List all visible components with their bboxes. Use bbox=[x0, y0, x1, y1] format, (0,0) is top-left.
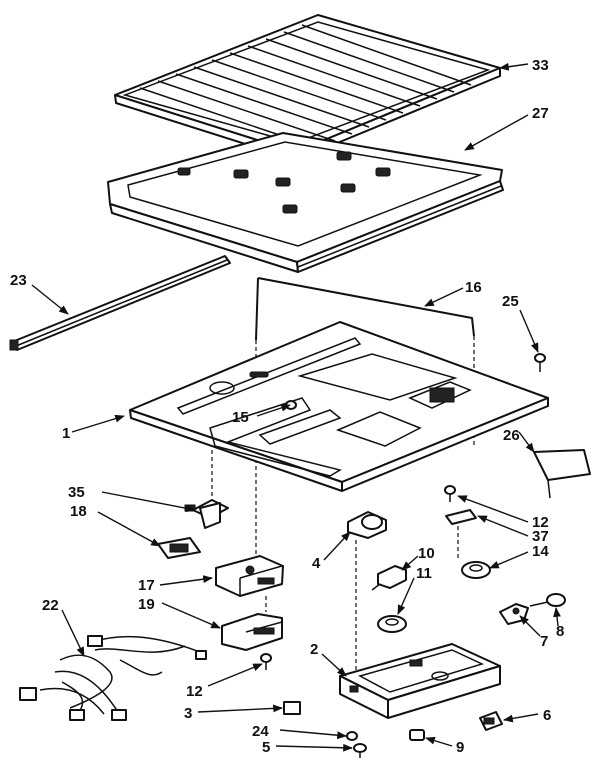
part-27-tray bbox=[107, 132, 504, 273]
callout-25: 25 bbox=[502, 293, 519, 310]
callout-5: 5 bbox=[262, 739, 270, 756]
part-7-bracket bbox=[499, 603, 529, 625]
callout-4: 4 bbox=[312, 555, 321, 572]
callout-labels: 33 27 23 16 25 1 15 26 35 18 12 37 14 4 … bbox=[10, 57, 564, 756]
part-1-panel bbox=[129, 321, 549, 492]
callout-23: 23 bbox=[10, 272, 27, 289]
part-14-disk bbox=[461, 561, 491, 579]
callout-1: 1 bbox=[62, 425, 70, 442]
part-3-clip bbox=[283, 701, 301, 715]
part-18-bezel bbox=[157, 537, 201, 559]
part-33-grille bbox=[114, 14, 501, 161]
callout-19: 19 bbox=[138, 596, 155, 613]
part-16-heater-wire bbox=[255, 277, 475, 341]
part-9-grommet bbox=[409, 729, 425, 741]
callout-16: 16 bbox=[465, 279, 482, 296]
part-17-housing bbox=[215, 555, 284, 597]
part-12-screw-upper bbox=[444, 485, 456, 502]
part-23-trim-strip bbox=[9, 255, 231, 351]
part-11-plug bbox=[377, 615, 407, 633]
callout-35: 35 bbox=[68, 484, 85, 501]
part-26-label bbox=[533, 449, 591, 499]
leader-lines bbox=[31, 62, 561, 752]
callout-2: 2 bbox=[310, 641, 318, 658]
part-5-screw bbox=[353, 743, 367, 758]
callout-10: 10 bbox=[418, 545, 435, 562]
part-15-screw bbox=[285, 400, 297, 410]
part-35-clip bbox=[184, 499, 229, 529]
part-24-screw bbox=[346, 731, 358, 741]
callout-26: 26 bbox=[503, 427, 520, 444]
part-37-clip bbox=[445, 509, 477, 525]
callout-9: 9 bbox=[456, 739, 464, 756]
callout-17: 17 bbox=[138, 577, 155, 594]
callout-11: 11 bbox=[416, 565, 432, 582]
callout-3: 3 bbox=[184, 705, 192, 722]
part-2-base bbox=[339, 643, 501, 719]
callout-33: 33 bbox=[532, 57, 549, 74]
callout-14: 14 bbox=[532, 543, 549, 560]
callout-6: 6 bbox=[543, 707, 551, 724]
part-10-relay bbox=[371, 565, 407, 591]
callout-18: 18 bbox=[70, 503, 87, 520]
callout-22: 22 bbox=[42, 597, 59, 614]
callout-12-upper: 12 bbox=[532, 514, 549, 531]
callout-8: 8 bbox=[556, 623, 564, 640]
callout-24: 24 bbox=[252, 723, 269, 740]
part-6-connector bbox=[479, 711, 503, 731]
callout-7: 7 bbox=[540, 633, 548, 650]
callout-15: 15 bbox=[232, 409, 249, 426]
callout-37: 37 bbox=[532, 528, 549, 545]
part-25-screw bbox=[534, 353, 546, 372]
callout-12-lower: 12 bbox=[186, 683, 203, 700]
part-22-wire-harness bbox=[19, 635, 207, 721]
part-19-thermostat bbox=[221, 596, 283, 651]
part-8-bulb bbox=[529, 593, 566, 607]
callout-27: 27 bbox=[532, 105, 549, 122]
part-12-screw-lower bbox=[260, 653, 272, 670]
